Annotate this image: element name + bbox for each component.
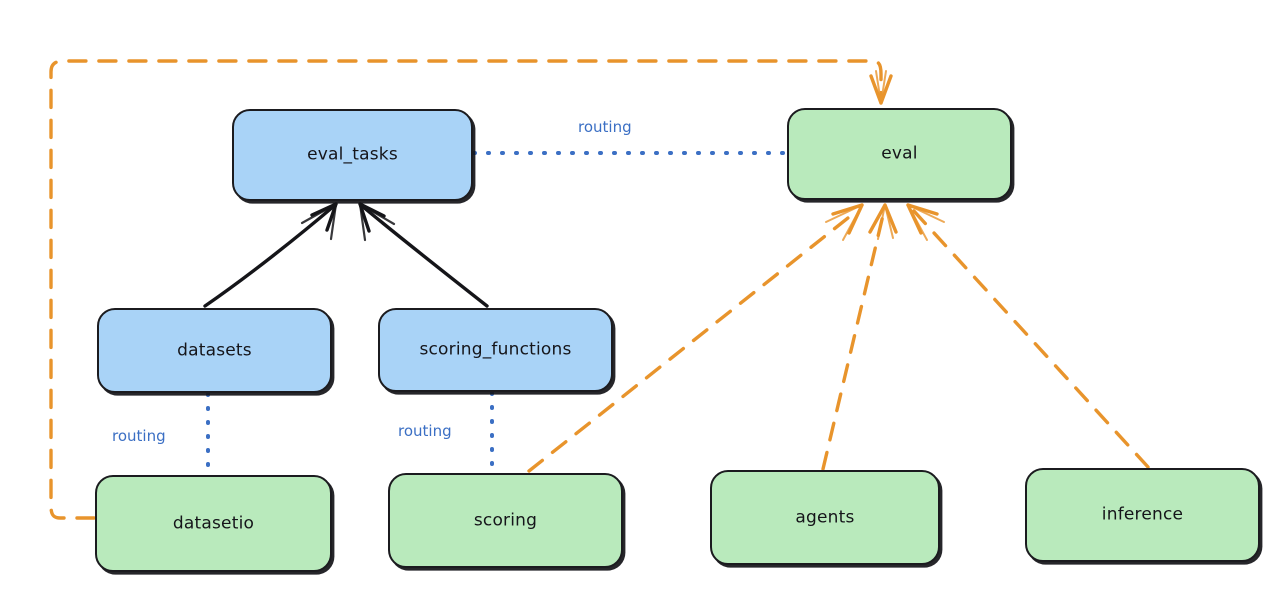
edge-datasetio-to-eval xyxy=(49,59,893,520)
edge-inference-to-eval xyxy=(906,203,1150,469)
node-datasetio-label: datasetio xyxy=(172,513,255,533)
node-scoring-functions[interactable]: scoring_functions xyxy=(378,308,613,392)
node-eval[interactable]: eval xyxy=(787,108,1012,200)
node-agents-label: agents xyxy=(795,507,855,527)
node-agents[interactable]: agents xyxy=(710,470,940,565)
node-inference-label: inference xyxy=(1101,504,1184,525)
edge-agents-to-eval xyxy=(821,203,898,471)
node-eval-tasks-label: eval_tasks xyxy=(307,144,398,165)
edge-label-routing-eval: routing xyxy=(578,118,632,136)
edge-label-routing-datasets: routing xyxy=(112,427,166,445)
node-inference[interactable]: inference xyxy=(1025,468,1260,562)
edge-datasets-to-eval-tasks xyxy=(203,202,338,308)
node-scoring-functions-label: scoring_functions xyxy=(419,339,572,360)
node-scoring[interactable]: scoring xyxy=(388,473,623,568)
node-datasets[interactable]: datasets xyxy=(97,308,332,393)
node-scoring-label: scoring xyxy=(473,510,538,530)
node-datasets-label: datasets xyxy=(177,340,252,360)
edge-scoring-functions-to-eval-tasks xyxy=(358,202,489,308)
node-datasetio[interactable]: datasetio xyxy=(95,475,332,572)
node-eval-label: eval xyxy=(881,143,918,164)
edge-scoring-to-eval xyxy=(527,203,864,473)
edge-label-routing-scoring-functions: routing xyxy=(398,422,452,440)
node-eval-tasks[interactable]: eval_tasks xyxy=(232,109,473,201)
